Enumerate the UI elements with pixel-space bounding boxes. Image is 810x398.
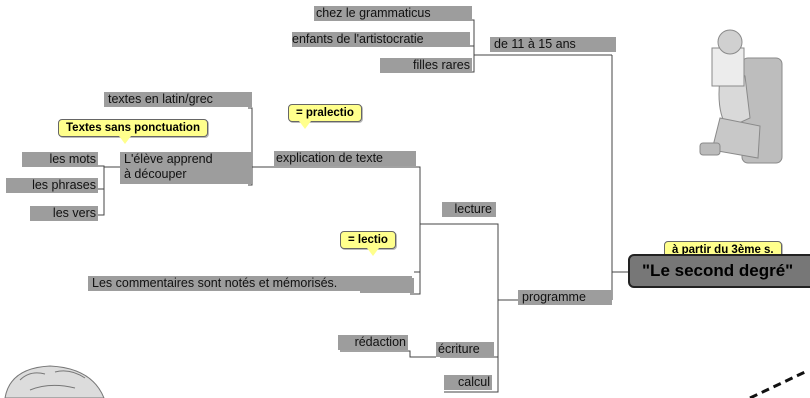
callout-lectio-text: = lectio bbox=[348, 234, 388, 246]
callout-tail bbox=[299, 121, 311, 129]
root-topic[interactable]: "Le second degré" bbox=[628, 254, 810, 288]
node-textes[interactable]: textes en latin/grec bbox=[104, 92, 252, 107]
node-eleve-line2: à découper bbox=[124, 167, 187, 181]
callout-lectio[interactable]: = lectio bbox=[340, 231, 396, 256]
seated-reading-statue bbox=[699, 29, 783, 164]
node-ecriture[interactable]: écriture bbox=[436, 342, 494, 357]
roman-bust-portrait bbox=[4, 365, 105, 398]
callout-third-century-text: à partir du 3ème s. bbox=[672, 244, 774, 256]
callout-pralectio[interactable]: = pralectio bbox=[288, 104, 362, 129]
node-age[interactable]: de 11 à 15 ans bbox=[490, 37, 616, 52]
node-phrases[interactable]: les phrases bbox=[6, 178, 98, 193]
node-commentaires[interactable]: Les commentaires sont notés et mémorisés… bbox=[88, 276, 412, 291]
node-filles[interactable]: filles rares bbox=[380, 58, 472, 73]
node-grammaticus[interactable]: chez le grammaticus bbox=[314, 6, 472, 21]
node-lecture-main[interactable]: lecture bbox=[442, 202, 496, 217]
callout-tail bbox=[367, 248, 379, 256]
node-mots[interactable]: les mots bbox=[22, 152, 98, 167]
node-eleve[interactable]: L'élève apprend à découper bbox=[120, 152, 252, 184]
node-explication[interactable]: explication de texte bbox=[274, 151, 416, 166]
node-programme[interactable]: programme bbox=[518, 290, 612, 305]
node-aristocratie[interactable]: enfants de l'artistocratie bbox=[292, 32, 470, 47]
callout-tail bbox=[119, 136, 131, 144]
node-vers[interactable]: les vers bbox=[30, 206, 98, 221]
node-redaction[interactable]: rédaction bbox=[338, 335, 408, 350]
callout-no-punctuation[interactable]: Textes sans ponctuation bbox=[58, 119, 208, 144]
callout-pralectio-text: = pralectio bbox=[296, 107, 354, 119]
node-calcul[interactable]: calcul bbox=[444, 375, 492, 390]
callout-no-punctuation-text: Textes sans ponctuation bbox=[66, 122, 200, 134]
node-eleve-line1: L'élève apprend bbox=[124, 152, 213, 166]
